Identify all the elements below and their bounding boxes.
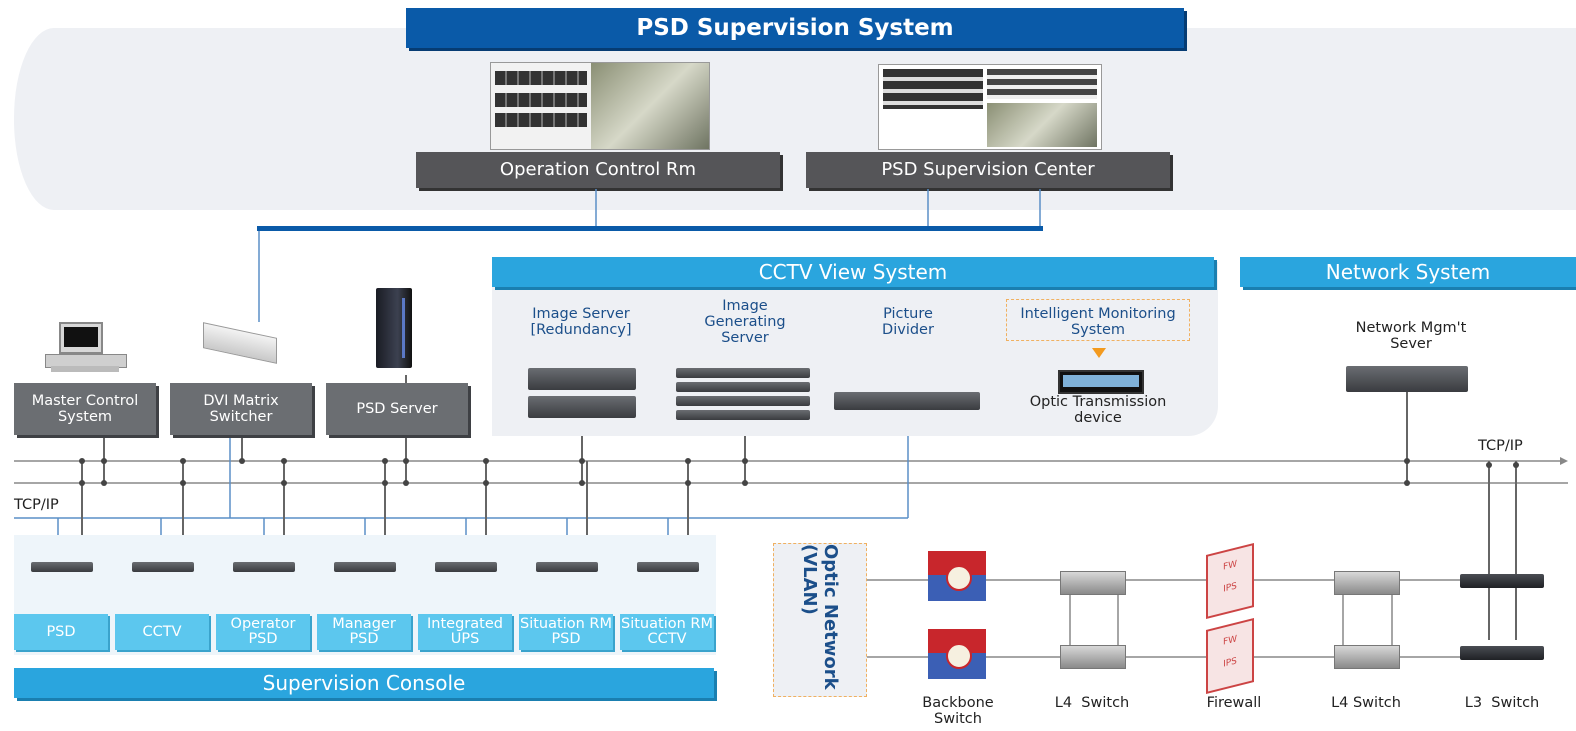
page-title: PSD Supervision System — [406, 8, 1184, 48]
console-tile-situation-rm-cctv: Situation RM CCTV — [620, 614, 714, 650]
supervision-panel — [14, 28, 1576, 210]
image-server-label: Image Server [Redundancy] — [530, 306, 632, 338]
network-mgmt-server-icon — [1346, 366, 1468, 392]
l4-switch-label-1: L4 Switch — [1054, 695, 1130, 711]
console-switch-icon — [31, 562, 93, 572]
server-tower-icon — [372, 288, 420, 374]
l4-switch-icon — [1060, 571, 1126, 595]
supervision-console-title: Supervision Console — [14, 668, 714, 698]
l4-switch-label-2: L4 Switch — [1331, 695, 1401, 711]
l4-switch-icon — [1334, 645, 1400, 669]
optic-transmission-label: Optic Transmission device — [1029, 394, 1167, 426]
console-tile-cctv: CCTV — [115, 614, 209, 650]
image-server-icon — [528, 396, 636, 418]
console-switch-icon — [233, 562, 295, 572]
console-switch-icon — [637, 562, 699, 572]
cctv-title: CCTV View System — [492, 257, 1214, 287]
tcpip-label-right: TCP/IP — [1478, 438, 1523, 454]
l4-switch-icon — [1060, 645, 1126, 669]
fw-text: FW — [1222, 634, 1238, 648]
image-generating-server-icon — [676, 410, 810, 420]
psd-supervision-center-label: PSD Supervision Center — [806, 152, 1170, 188]
switcher-icon — [203, 322, 277, 364]
tcpip-label-left: TCP/IP — [14, 497, 59, 513]
console-tile-situation-rm-psd: Situation RM PSD — [519, 614, 613, 650]
intelligent-monitoring-label: Intelligent Monitoring System — [1006, 299, 1190, 341]
console-switch-icon — [435, 562, 497, 572]
operation-control-room-label: Operation Control Rm — [416, 152, 780, 188]
network-title: Network System — [1240, 257, 1576, 287]
fw-text: FW — [1222, 559, 1238, 573]
l3-switch-icon — [1460, 574, 1544, 588]
ips-text: IPS — [1223, 656, 1237, 670]
backbone-switch-label: Backbone Switch — [922, 695, 994, 727]
network-mgmt-label: Network Mgm't Sever — [1355, 320, 1467, 352]
image-server-icon — [528, 368, 636, 390]
image-generating-server-icon — [676, 382, 810, 392]
console-switch-icon — [536, 562, 598, 572]
optic-network-label: Optic Network (VLAN) — [799, 544, 841, 690]
optic-network-box: Optic Network (VLAN) — [773, 543, 867, 697]
firewall-label: Firewall — [1206, 695, 1262, 711]
console-tile-manager-psd: Manager PSD — [317, 614, 411, 650]
image-generating-server-label: Image Generating Server — [704, 298, 786, 346]
console-tile-integrated-ups: Integrated UPS — [418, 614, 512, 650]
l3-switch-label: L3 Switch — [1464, 695, 1540, 711]
master-control-system-box: Master Control System — [14, 383, 156, 435]
backbone-switch-icon — [928, 629, 988, 681]
l3-switch-icon — [1460, 646, 1544, 660]
l4-switch-icon — [1334, 571, 1400, 595]
picture-divider-icon — [834, 392, 980, 410]
computer-icon — [45, 322, 131, 374]
down-arrow-icon — [1092, 348, 1106, 358]
psd-server-box: PSD Server — [326, 383, 468, 435]
firewall-icon: FW IPS — [1206, 543, 1254, 619]
operation-room-screenshot — [490, 62, 710, 150]
ips-text: IPS — [1223, 581, 1237, 595]
dvi-matrix-switcher-box: DVI Matrix Switcher — [170, 383, 312, 435]
firewall-icon: FW IPS — [1206, 618, 1254, 694]
console-switch-icon — [334, 562, 396, 572]
console-tile-operator-psd: Operator PSD — [216, 614, 310, 650]
console-switch-icon — [132, 562, 194, 572]
backbone-switch-icon — [928, 551, 988, 603]
picture-divider-label: Picture Divider — [882, 306, 934, 338]
image-generating-server-icon — [676, 368, 810, 378]
console-tile-psd: PSD — [14, 614, 108, 650]
supervision-center-screenshot — [878, 64, 1102, 150]
monitor-icon — [1058, 370, 1144, 394]
image-generating-server-icon — [676, 396, 810, 406]
